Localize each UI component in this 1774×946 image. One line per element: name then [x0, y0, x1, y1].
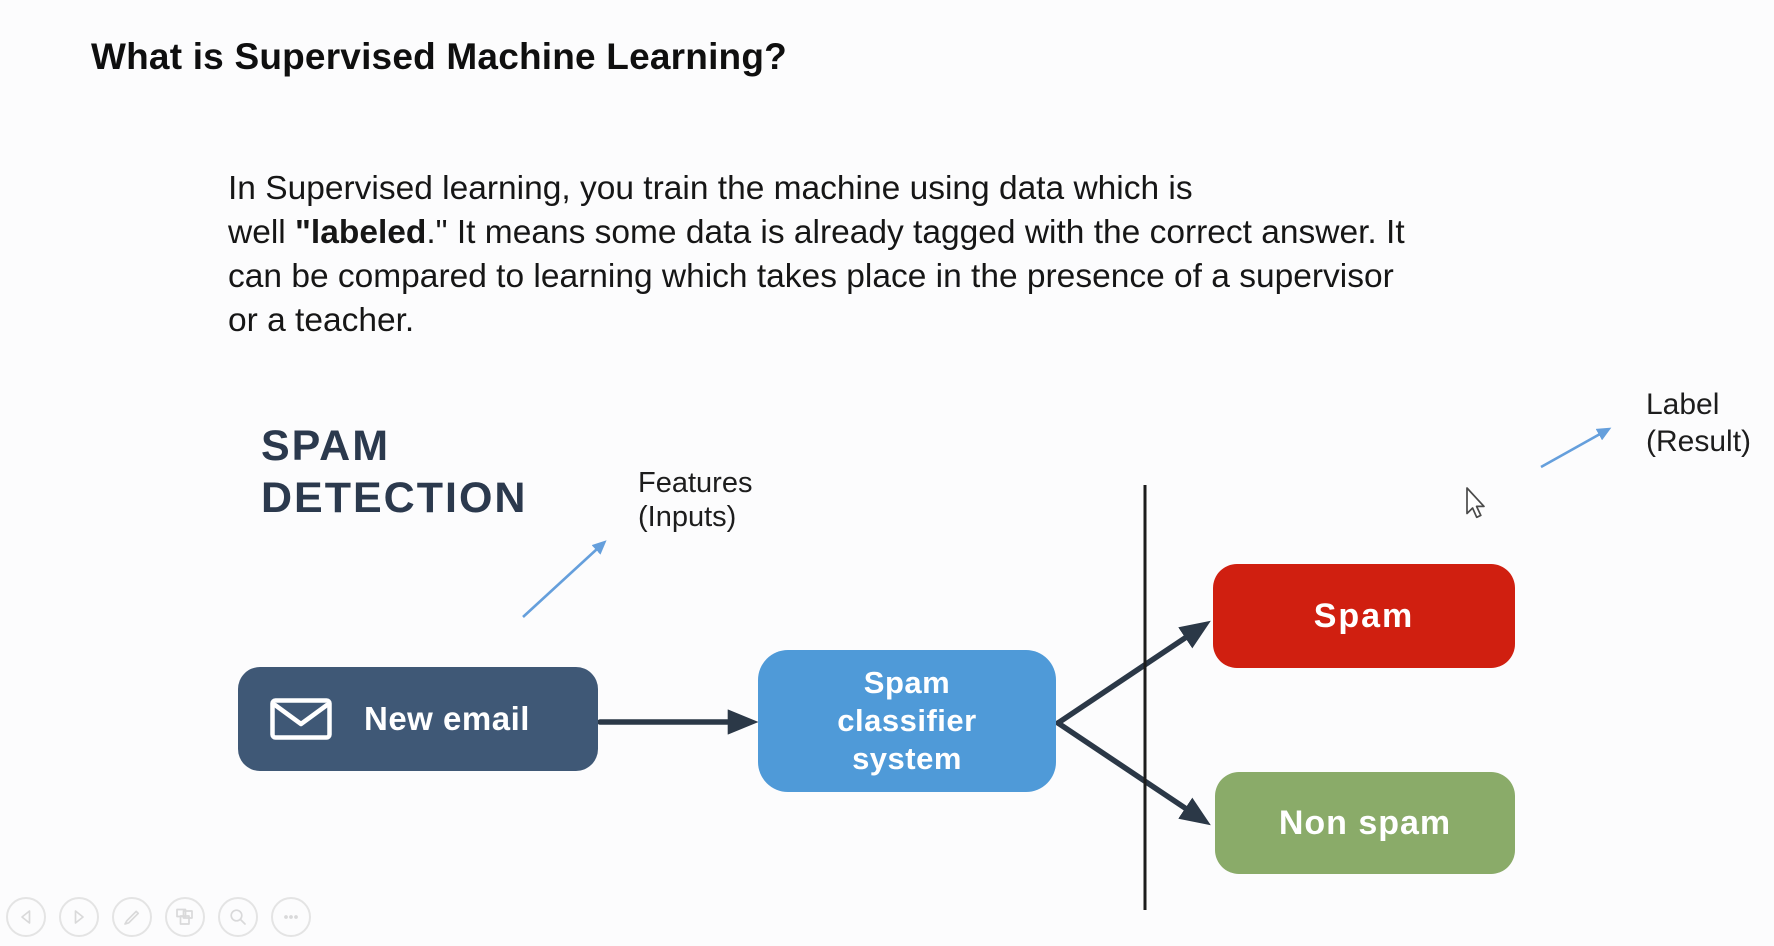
- paragraph-line-1: In Supervised learning, you train the ma…: [228, 170, 1193, 207]
- more-options-button[interactable]: [271, 897, 311, 937]
- intro-paragraph: In Supervised learning, you train the ma…: [228, 167, 1548, 343]
- spam-detection-heading: SPAM DETECTION: [261, 420, 527, 524]
- arrow-classifier-to-spam: [1055, 620, 1211, 726]
- chevron-left-icon: [21, 910, 31, 924]
- classifier-label-line2: classifier: [837, 703, 977, 738]
- paragraph-bold-labeled: "labeled: [295, 214, 427, 251]
- see-all-slides-button[interactable]: [165, 897, 205, 937]
- features-annotation-line1: Features: [638, 467, 753, 499]
- ellipsis-icon: [284, 915, 298, 919]
- features-inputs-annotation: Features (Inputs): [638, 466, 752, 534]
- zoom-slide-button[interactable]: [218, 897, 258, 937]
- label-annotation-line2: (Result): [1646, 425, 1752, 458]
- envelope-icon: [270, 698, 332, 740]
- non-spam-node: Non spam: [1215, 772, 1515, 874]
- spam-classifier-node: Spam classifier system: [758, 650, 1056, 792]
- paragraph-line-3: can be compared to learning which takes …: [228, 258, 1394, 295]
- spam-detection-heading-line2: DETECTION: [261, 474, 528, 522]
- previous-slide-button[interactable]: [6, 897, 46, 937]
- features-annotation-arrow: [522, 540, 607, 618]
- paragraph-line-2-post: ." It means some data is already tagged …: [426, 214, 1405, 251]
- classifier-label-line3: system: [852, 741, 962, 776]
- label-result-annotation: Label (Result): [1646, 386, 1751, 460]
- features-annotation-line2: (Inputs): [638, 501, 737, 533]
- new-email-label: New email: [364, 700, 530, 737]
- mouse-pointer-icon: [1466, 487, 1485, 519]
- label-annotation-arrow: [1540, 427, 1612, 469]
- paragraph-line-2-pre: well: [228, 214, 296, 251]
- slide-title: What is Supervised Machine Learning?: [91, 36, 787, 77]
- pen-tools-button[interactable]: [112, 897, 152, 937]
- classifier-label: Spam classifier system: [837, 664, 976, 778]
- spam-detection-heading-line1: SPAM: [261, 422, 391, 470]
- magnifier-icon: [230, 909, 246, 925]
- next-slide-button[interactable]: [59, 897, 99, 937]
- presenter-toolbar: [6, 897, 311, 937]
- classifier-label-line1: Spam: [863, 665, 951, 700]
- new-email-node: New email: [238, 667, 598, 771]
- non-spam-label: Non spam: [1278, 803, 1452, 842]
- label-annotation-line1: Label: [1646, 388, 1720, 421]
- chevron-right-icon: [74, 910, 84, 924]
- spam-node: Spam: [1213, 564, 1515, 668]
- paragraph-line-4: or a teacher.: [228, 302, 415, 339]
- arrow-classifier-to-non-spam: [1055, 720, 1211, 826]
- slides-grid-icon: [176, 908, 193, 925]
- spam-label: Spam: [1313, 596, 1415, 635]
- pen-icon: [124, 910, 140, 925]
